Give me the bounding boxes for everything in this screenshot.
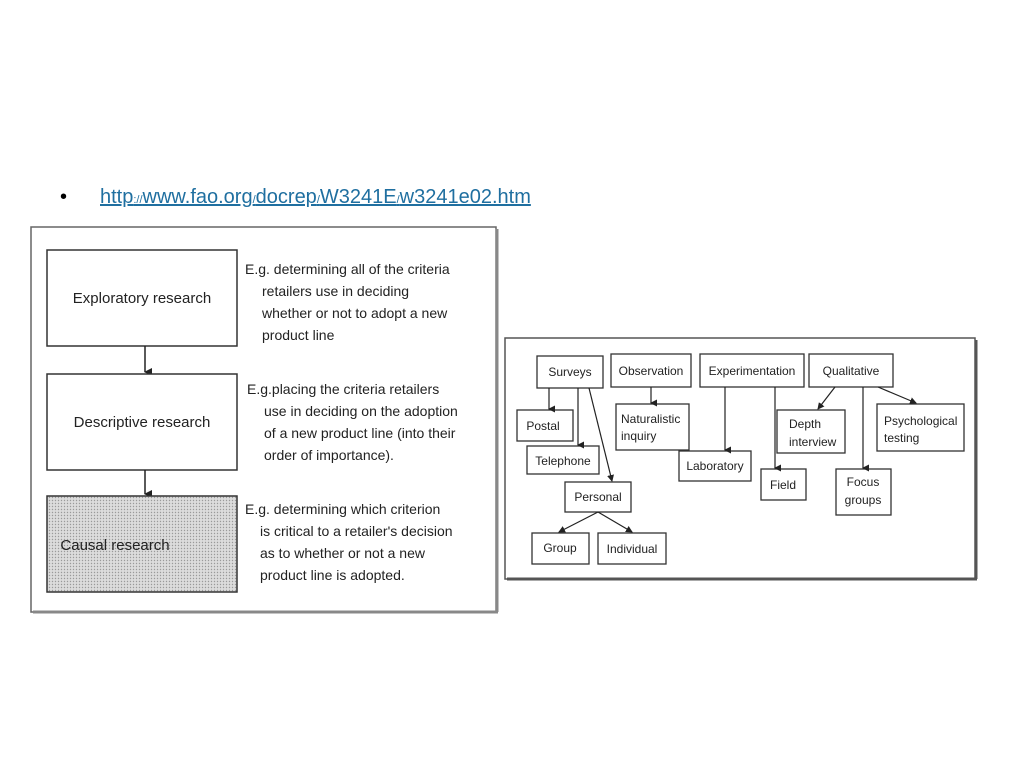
exploratory-example-line1: E.g. determining all of the criteria: [245, 261, 450, 277]
causal-example-line4: product line is adopted.: [260, 567, 405, 583]
causal-research-box: [46, 495, 238, 593]
postal-label: Postal: [526, 419, 559, 433]
arrow-qualitative-depth: [817, 386, 836, 410]
naturalistic-label-line1: Naturalistic: [621, 412, 680, 426]
descriptive-example-line4: order of importance).: [264, 447, 394, 463]
telephone-label: Telephone: [535, 454, 591, 468]
link-part-sep3: /: [316, 194, 320, 206]
surveys-box: [536, 355, 604, 389]
psychological-testing-box: [876, 403, 965, 452]
descriptive-research-label: Descriptive research: [74, 414, 211, 431]
arrow-qualitative-psychological: [877, 386, 917, 404]
individual-box: [597, 532, 667, 565]
group-label: Group: [543, 541, 577, 555]
causal-research-label: Causal research: [60, 537, 169, 554]
group-box: [531, 532, 590, 565]
bullet-marker: •: [60, 186, 68, 208]
link-part-scheme: http: [100, 186, 134, 208]
telephone-box: [526, 445, 600, 475]
arrow-personal-group: [558, 511, 599, 533]
observation-box: [610, 353, 692, 388]
field-label: Field: [770, 478, 796, 492]
exploratory-research-box: [46, 249, 238, 347]
naturalistic-inquiry-box: [615, 403, 690, 451]
depth-interview-box: [776, 409, 846, 454]
exploratory-example-line2: retailers use in deciding: [262, 283, 409, 299]
source-link[interactable]: http://www.fao.org/docrep/W3241E/w3241e0…: [100, 186, 531, 209]
qualitative-label: Qualitative: [823, 364, 880, 378]
causal-example-line3: as to whether or not a new: [260, 545, 426, 561]
exploratory-research-label: Exploratory research: [73, 290, 211, 307]
depth-label-line2: interview: [789, 435, 837, 449]
descriptive-example-line1: E.g.placing the criteria retailers: [247, 381, 439, 397]
individual-label: Individual: [607, 542, 658, 556]
field-box: [760, 468, 807, 501]
psychological-label-line1: Psychological: [884, 414, 957, 428]
descriptive-research-box: [46, 373, 238, 471]
link-part-sep4: /: [396, 194, 400, 206]
link-part-sep2: /: [252, 194, 256, 206]
descriptive-example-line3: of a new product line (into their: [264, 425, 456, 441]
causal-example-line1: E.g. determining which criterion: [245, 501, 440, 517]
focus-label-line2: groups: [845, 493, 882, 507]
research-types-figure: Exploratory research Descriptive researc…: [30, 226, 500, 616]
postal-box: [516, 409, 574, 442]
naturalistic-label-line2: inquiry: [621, 429, 656, 443]
laboratory-label: Laboratory: [686, 459, 743, 473]
link-part-host: www.fao.org: [142, 186, 253, 208]
psychological-label-line2: testing: [884, 431, 919, 445]
laboratory-box: [678, 450, 752, 482]
arrow-personal-individual: [597, 511, 633, 533]
arrow-surveys-personal: [588, 387, 614, 482]
exploratory-example-line4: product line: [262, 327, 335, 343]
experimentation-label: Experimentation: [709, 364, 796, 378]
qualitative-box: [808, 353, 894, 388]
observation-label: Observation: [619, 364, 684, 378]
link-part-sep1: ://: [133, 194, 143, 206]
focus-label-line1: Focus: [847, 475, 880, 489]
personal-label: Personal: [574, 490, 621, 504]
causal-example-line2: is critical to a retailer's decision: [260, 523, 453, 539]
depth-label-line1: Depth: [789, 417, 821, 431]
research-methods-figure: Surveys Observation Experimentation Qual…: [503, 336, 979, 583]
descriptive-example-line2: use in deciding on the adoption: [264, 403, 458, 419]
personal-box: [564, 481, 632, 513]
link-part-path1: docrep: [255, 186, 317, 208]
surveys-label: Surveys: [548, 365, 591, 379]
exploratory-example-line3: whether or not to adopt a new: [261, 305, 448, 321]
link-part-path2: W3241E: [319, 186, 397, 208]
link-part-file: w3241e02.htm: [399, 186, 531, 208]
experimentation-box: [699, 353, 805, 388]
